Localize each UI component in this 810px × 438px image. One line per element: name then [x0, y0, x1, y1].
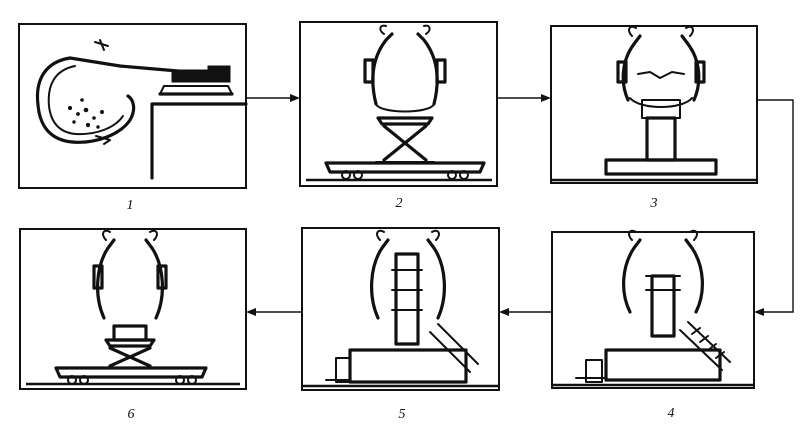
- step-number-2: 2: [396, 196, 403, 211]
- boom-tip: [94, 39, 109, 51]
- boom: [68, 56, 192, 74]
- conveyor-loop-inner: [47, 65, 124, 136]
- panel-3: [550, 25, 758, 184]
- wheel: [447, 170, 457, 180]
- wheel: [79, 375, 89, 385]
- flow-arrows: [246, 94, 794, 316]
- wheel: [353, 170, 363, 180]
- vessel-lugs: [628, 25, 694, 37]
- stairway: [679, 321, 731, 371]
- vessel-shell: [96, 238, 164, 320]
- equipment-box: [335, 357, 351, 383]
- trunnion-right: [694, 60, 706, 84]
- vessel-shell: [370, 238, 446, 320]
- bucket: [95, 135, 111, 145]
- pit-wall: [150, 102, 248, 180]
- stairway: [429, 323, 479, 373]
- step-number-1: 1: [127, 198, 134, 213]
- panel-6: [19, 228, 247, 390]
- trunnion-left: [616, 60, 628, 84]
- excavator-cab: [207, 65, 231, 83]
- arrowhead-4-to-5: [499, 308, 509, 316]
- step-number-3: 3: [650, 196, 658, 211]
- scissor-lift: [382, 124, 428, 162]
- panel-4: [551, 229, 755, 389]
- arrow-3-to-4: [757, 99, 794, 313]
- step-number-4: 4: [668, 406, 675, 421]
- vessel-lugs: [376, 229, 440, 241]
- wheel: [187, 375, 197, 385]
- panel-1: [18, 23, 248, 189]
- work-platform: [604, 348, 722, 382]
- wagon-platform: [54, 366, 208, 379]
- step-number-6: 6: [128, 407, 135, 422]
- trunnion-right: [435, 58, 447, 84]
- trunnion-left: [92, 264, 104, 290]
- wheel: [459, 170, 469, 180]
- wheel: [67, 375, 77, 385]
- wheel: [341, 170, 351, 180]
- base-plate: [604, 158, 718, 176]
- arrowhead-3-to-4: [754, 308, 764, 316]
- excavator-body: [171, 69, 213, 83]
- vessel-bottom: [375, 103, 435, 113]
- panel-2-frame: [299, 21, 498, 187]
- pedestal-head: [641, 99, 681, 119]
- vessel-shell: [622, 238, 704, 314]
- vessel-base-ring: [112, 324, 148, 342]
- material-pile: [67, 98, 104, 129]
- panel-2: [299, 21, 498, 187]
- scissor-lift: [108, 346, 152, 368]
- inner-tower: [394, 252, 420, 346]
- arrowhead-5-to-6: [246, 308, 256, 316]
- tower-rings: [391, 269, 423, 311]
- excavator-track-frame: [159, 85, 233, 95]
- equipment-box: [585, 359, 603, 383]
- panel-6-frame: [19, 228, 247, 390]
- lift-table: [376, 116, 434, 126]
- panel-5: [301, 227, 500, 391]
- vessel-lugs: [102, 229, 158, 241]
- trunnion-left: [363, 58, 375, 84]
- vessel-lugs: [628, 229, 698, 241]
- arrowhead-2-to-3: [541, 94, 551, 102]
- vessel-lugs: [379, 24, 431, 35]
- conveyor-loop-outer: [35, 56, 136, 144]
- column-rings: [645, 275, 681, 291]
- arrowhead-1-to-2: [290, 94, 300, 102]
- trunnion-right: [156, 264, 168, 290]
- step-number-5: 5: [399, 407, 406, 422]
- vessel-shell: [621, 34, 701, 102]
- vessel-bottom: [629, 97, 693, 108]
- wheel: [175, 375, 185, 385]
- panel-3-frame: [550, 25, 758, 184]
- internal-fitting: [637, 71, 685, 79]
